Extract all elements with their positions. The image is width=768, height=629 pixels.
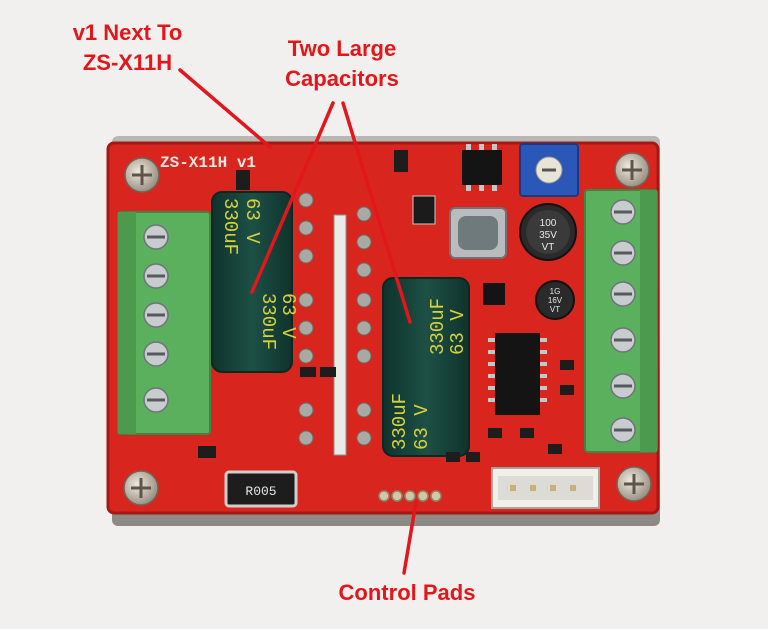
potentiometer [519,143,579,197]
annotation-control-pads: Control Pads [338,580,476,605]
mounting-screw-top-right [614,152,650,188]
cap1-label-c: 330uF [257,293,279,350]
small-cap2-line1: 1G [550,287,561,296]
annotation-capacitors-line2: Capacitors [285,66,399,91]
cap1-label-b: 63 V [241,198,263,244]
small-cap1-line2: 35V [539,230,557,241]
cap2-label-b: 63 V [411,404,433,450]
ic-chip-top [462,144,502,191]
inductor [449,207,507,259]
signal-connector [491,467,600,509]
annotation-version-note: v1 Next To ZS-X11H [40,18,215,78]
smd-components [198,150,574,462]
terminal-block-right [584,189,658,453]
small-cap1-line3: VT [542,242,555,253]
large-capacitor-1: 330uF 63 V 330uF 63 V [211,191,299,373]
control-pads [378,490,442,502]
small-cap1-line1: 100 [540,218,557,229]
cap1-label-d: 63 V [277,293,299,339]
resistor-code: R005 [245,484,276,499]
mounting-screw-bottom-right [616,466,652,502]
annotation-version-line1: v1 Next To [72,20,183,45]
ic-chip-driver [488,333,547,415]
cap2-label-a: 330uF [389,393,411,450]
mosfet-strip [333,214,347,456]
small-capacitor-2: 1G 16V VT [535,280,575,320]
small-cap2-line3: VT [550,305,560,314]
small-cap2-line2: 16V [548,296,563,305]
shunt-resistor: R005 [224,470,298,508]
cap2-label-c: 330uF [427,298,449,355]
terminal-block-left [117,211,211,435]
small-capacitor-1: 100 35V VT [519,203,577,261]
annotation-capacitors-line1: Two Large [287,36,397,61]
annotation-capacitors-note: Two Large Capacitors [262,34,422,94]
solder-joints [298,192,372,446]
cap2-label-d: 63 V [447,309,469,355]
large-capacitor-2: 330uF 63 V 330uF 63 V [382,277,470,457]
annotation-version-line2: ZS-X11H [82,50,173,75]
mounting-screw-top-left [124,157,160,193]
silkscreen-title: ZS-X11H v1 [160,154,256,172]
cap1-label-a: 330uF [219,198,241,255]
mounting-screw-bottom-left [123,470,159,506]
diode [412,195,436,225]
annotation-arrows [178,68,418,575]
transistor [483,283,505,305]
